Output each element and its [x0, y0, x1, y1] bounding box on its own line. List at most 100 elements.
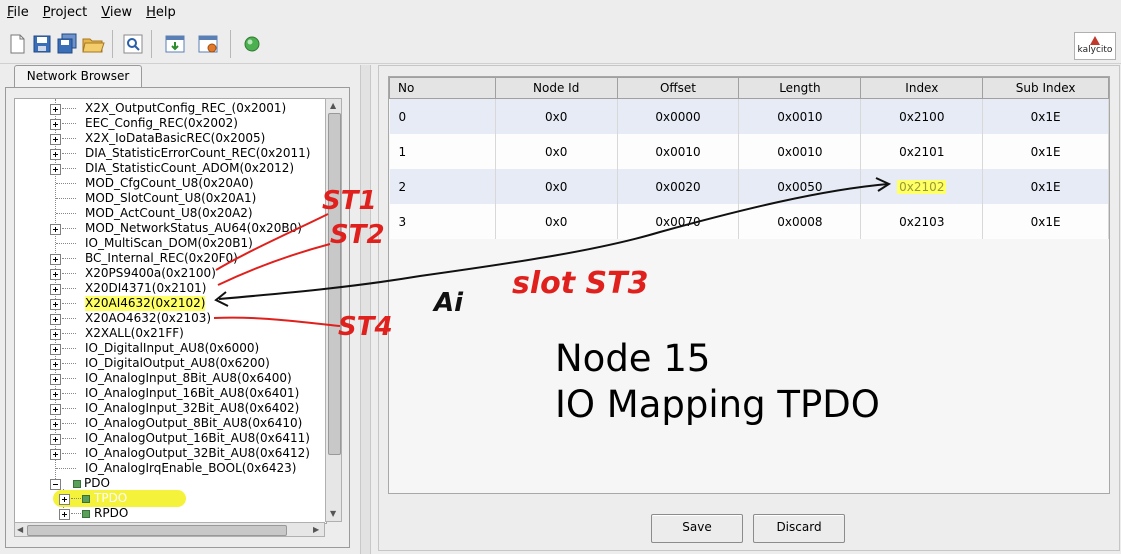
expand-icon[interactable]	[50, 329, 61, 340]
col-header-offset[interactable]: Offset	[616, 77, 740, 99]
tree-item-tpdo[interactable]: TPDO	[15, 491, 315, 506]
expand-icon[interactable]	[50, 449, 61, 460]
expand-icon[interactable]	[50, 149, 61, 160]
tree-item[interactable]: EEC_Config_REC(0x2002)	[15, 116, 320, 131]
cell-node-id[interactable]: 0x0	[495, 204, 618, 239]
expand-icon[interactable]	[50, 104, 61, 115]
tree-item[interactable]: MOD_SlotCount_U8(0x20A1)	[15, 191, 320, 206]
expand-icon[interactable]	[50, 254, 61, 265]
collapse-icon[interactable]	[50, 479, 61, 490]
cell-no[interactable]: 2	[389, 169, 496, 204]
expand-icon[interactable]	[50, 374, 61, 385]
cell-offset[interactable]: 0x0020	[617, 169, 740, 204]
new-file-icon[interactable]	[5, 32, 29, 56]
scroll-left-icon[interactable]: ◀	[17, 525, 24, 534]
expand-icon[interactable]	[50, 224, 61, 235]
menu-file[interactable]: File	[0, 5, 36, 20]
cell-offset[interactable]: 0x0070	[617, 204, 740, 239]
tree-item[interactable]: X2XALL(0x21FF)	[15, 326, 320, 341]
network-tree[interactable]: X2X_OutputConfig_REC_(0x2001)EEC_Config_…	[14, 98, 327, 524]
cell-index[interactable]: 0x2101	[860, 134, 984, 169]
tree-item[interactable]: IO_AnalogInput_8Bit_AU8(0x6400)	[15, 371, 320, 386]
cell-offset[interactable]: 0x0000	[617, 98, 740, 134]
expand-icon[interactable]	[50, 284, 61, 295]
tree-item[interactable]: X2X_IoDataBasicREC(0x2005)	[15, 131, 320, 146]
tree-item[interactable]: IO_AnalogInput_32Bit_AU8(0x6402)	[15, 401, 320, 416]
col-header-node-id[interactable]: Node Id	[494, 77, 618, 99]
tree-item[interactable]: IO_AnalogIrqEnable_BOOL(0x6423)	[15, 461, 320, 476]
expand-icon[interactable]	[50, 134, 61, 145]
expand-icon[interactable]	[50, 404, 61, 415]
expand-icon[interactable]	[50, 269, 61, 280]
discard-button[interactable]: Discard	[753, 514, 845, 543]
cell-no[interactable]: 3	[389, 204, 496, 239]
tree-item[interactable]: DIA_StatisticErrorCount_REC(0x2011)	[15, 146, 320, 161]
tree-item[interactable]: X20DI4371(0x2101)	[15, 281, 320, 296]
tree-item[interactable]: X20PS9400a(0x2100)	[15, 266, 320, 281]
expand-icon[interactable]	[50, 314, 61, 325]
scroll-down-icon[interactable]: ▼	[330, 509, 337, 518]
expand-icon[interactable]	[50, 119, 61, 130]
expand-icon[interactable]	[50, 434, 61, 445]
pane-splitter[interactable]	[360, 65, 371, 554]
tree-item[interactable]: IO_AnalogOutput_8Bit_AU8(0x6410)	[15, 416, 320, 431]
expand-icon[interactable]	[50, 389, 61, 400]
cell-sub-index[interactable]: 0x1E	[982, 98, 1109, 134]
cell-no[interactable]: 1	[389, 134, 496, 169]
tree-item[interactable]: IO_MultiScan_DOM(0x20B1)	[15, 236, 320, 251]
save-all-icon[interactable]	[55, 32, 79, 56]
menu-view[interactable]: View	[94, 5, 139, 20]
run-icon[interactable]	[240, 32, 264, 56]
tree-item[interactable]: BC_Internal_REC(0x20F0)	[15, 251, 320, 266]
table-row[interactable]: 0 0x0 0x0000 0x0010 0x2100 0x1E	[389, 98, 1109, 134]
tree-item[interactable]: DIA_StatisticCount_ADOM(0x2012)	[15, 161, 320, 176]
col-header-sub-index[interactable]: Sub Index	[982, 77, 1109, 99]
col-header-no[interactable]: No	[389, 77, 496, 99]
cell-index[interactable]: 0x2102	[860, 169, 984, 204]
save-icon[interactable]	[30, 32, 54, 56]
col-header-index[interactable]: Index	[860, 77, 984, 99]
expand-icon[interactable]	[50, 419, 61, 430]
tree-item[interactable]: MOD_NetworkStatus_AU64(0x20B0)	[15, 221, 320, 236]
cell-node-id[interactable]: 0x0	[495, 98, 618, 134]
mapping-table[interactable]: No Node Id Offset Length Index Sub Index…	[389, 77, 1109, 239]
tab-network-browser[interactable]: Network Browser	[14, 65, 142, 88]
menu-help[interactable]: Help	[139, 5, 183, 20]
expand-icon[interactable]	[50, 164, 61, 175]
save-button[interactable]: Save	[651, 514, 743, 543]
expand-icon[interactable]	[50, 299, 61, 310]
table-row[interactable]: 2 0x0 0x0020 0x0050 0x2102 0x1E	[389, 169, 1109, 204]
export-icon[interactable]	[196, 32, 220, 56]
menu-project[interactable]: Project	[36, 5, 95, 20]
tree-item[interactable]: IO_AnalogInput_16Bit_AU8(0x6401)	[15, 386, 320, 401]
scroll-up-icon[interactable]: ▲	[330, 101, 337, 110]
cell-node-id[interactable]: 0x0	[495, 169, 618, 204]
cell-index[interactable]: 0x2103	[860, 204, 984, 239]
tree-item[interactable]: X20AO4632(0x2103)	[15, 311, 320, 326]
tree-item[interactable]: X20AI4632(0x2102)	[15, 296, 320, 311]
tree-vertical-scroll-thumb[interactable]	[328, 113, 341, 455]
tree-item-rpdo[interactable]: RPDO	[15, 506, 315, 521]
cell-index[interactable]: 0x2100	[860, 98, 984, 134]
cell-sub-index[interactable]: 0x1E	[982, 204, 1109, 239]
scroll-right-icon[interactable]: ▶	[313, 525, 320, 534]
cell-length[interactable]: 0x0010	[738, 98, 862, 134]
expand-icon[interactable]	[59, 494, 70, 505]
tree-item-pdo[interactable]: PDO	[15, 476, 315, 491]
tree-item[interactable]: MOD_CfgCount_U8(0x20A0)	[15, 176, 320, 191]
tree-item[interactable]: IO_AnalogOutput_32Bit_AU8(0x6412)	[15, 446, 320, 461]
import-icon[interactable]	[163, 32, 187, 56]
open-folder-icon[interactable]	[81, 32, 105, 56]
expand-icon[interactable]	[50, 359, 61, 370]
tree-item[interactable]: IO_AnalogOutput_16Bit_AU8(0x6411)	[15, 431, 320, 446]
cell-length[interactable]: 0x0010	[738, 134, 862, 169]
col-header-length[interactable]: Length	[738, 77, 862, 99]
table-row[interactable]: 3 0x0 0x0070 0x0008 0x2103 0x1E	[389, 204, 1109, 239]
cell-sub-index[interactable]: 0x1E	[982, 134, 1109, 169]
tree-item[interactable]: MOD_ActCount_U8(0x20A2)	[15, 206, 320, 221]
cell-node-id[interactable]: 0x0	[495, 134, 618, 169]
cell-offset[interactable]: 0x0010	[617, 134, 740, 169]
table-row[interactable]: 1 0x0 0x0010 0x0010 0x2101 0x1E	[389, 134, 1109, 169]
search-icon[interactable]	[121, 32, 145, 56]
tree-vertical-scrollbar[interactable]: ▲ ▼	[325, 98, 342, 522]
